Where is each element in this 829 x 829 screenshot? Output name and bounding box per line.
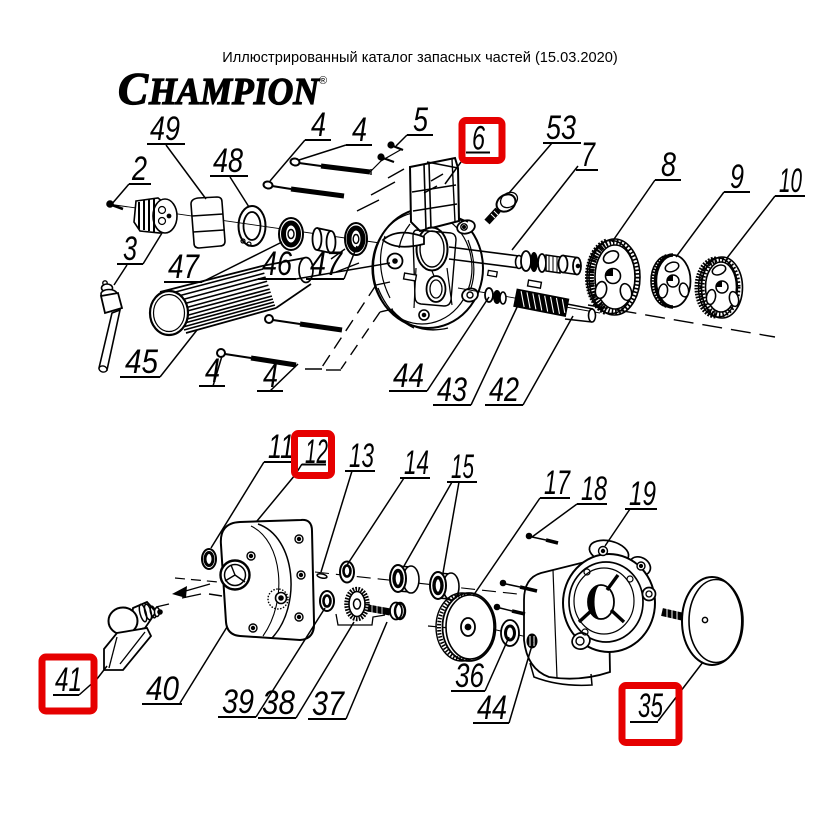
svg-text:37: 37 xyxy=(312,685,345,723)
svg-text:10: 10 xyxy=(779,162,802,200)
svg-text:17: 17 xyxy=(544,464,571,502)
svg-text:8: 8 xyxy=(661,146,676,184)
svg-text:4: 4 xyxy=(311,106,326,144)
svg-text:Иллюстрированный каталог запас: Иллюстрированный каталог запасных частей… xyxy=(222,50,617,66)
svg-text:46: 46 xyxy=(262,245,292,283)
svg-text:47: 47 xyxy=(310,245,343,283)
svg-text:13: 13 xyxy=(349,437,374,475)
svg-text:41: 41 xyxy=(55,661,82,699)
svg-text:39: 39 xyxy=(222,683,254,721)
svg-text:14: 14 xyxy=(404,444,429,482)
svg-text:11: 11 xyxy=(268,428,294,466)
svg-text:®: ® xyxy=(319,75,327,87)
svg-text:53: 53 xyxy=(546,109,576,147)
svg-text:18: 18 xyxy=(581,470,607,508)
svg-text:C: C xyxy=(118,64,149,114)
svg-text:44: 44 xyxy=(477,689,507,727)
svg-text:49: 49 xyxy=(150,110,180,148)
svg-text:43: 43 xyxy=(437,371,467,409)
svg-text:4: 4 xyxy=(263,357,278,395)
svg-text:42: 42 xyxy=(489,371,519,409)
svg-text:4: 4 xyxy=(205,352,220,390)
svg-text:44: 44 xyxy=(393,357,424,395)
svg-text:12: 12 xyxy=(305,433,328,471)
svg-text:7: 7 xyxy=(581,136,596,174)
svg-text:48: 48 xyxy=(213,142,243,180)
svg-text:HAMPION: HAMPION xyxy=(148,71,320,113)
svg-text:5: 5 xyxy=(413,101,428,139)
svg-text:3: 3 xyxy=(123,230,137,268)
svg-text:2: 2 xyxy=(131,150,147,188)
svg-text:40: 40 xyxy=(146,670,179,708)
svg-text:9: 9 xyxy=(730,158,744,196)
svg-text:45: 45 xyxy=(125,343,158,381)
svg-text:4: 4 xyxy=(352,111,367,149)
svg-text:15: 15 xyxy=(451,448,474,486)
svg-text:36: 36 xyxy=(455,657,484,695)
svg-text:19: 19 xyxy=(629,475,656,513)
svg-text:35: 35 xyxy=(638,687,663,725)
svg-text:6: 6 xyxy=(472,120,485,158)
svg-text:47: 47 xyxy=(168,248,200,286)
svg-text:38: 38 xyxy=(262,684,295,722)
